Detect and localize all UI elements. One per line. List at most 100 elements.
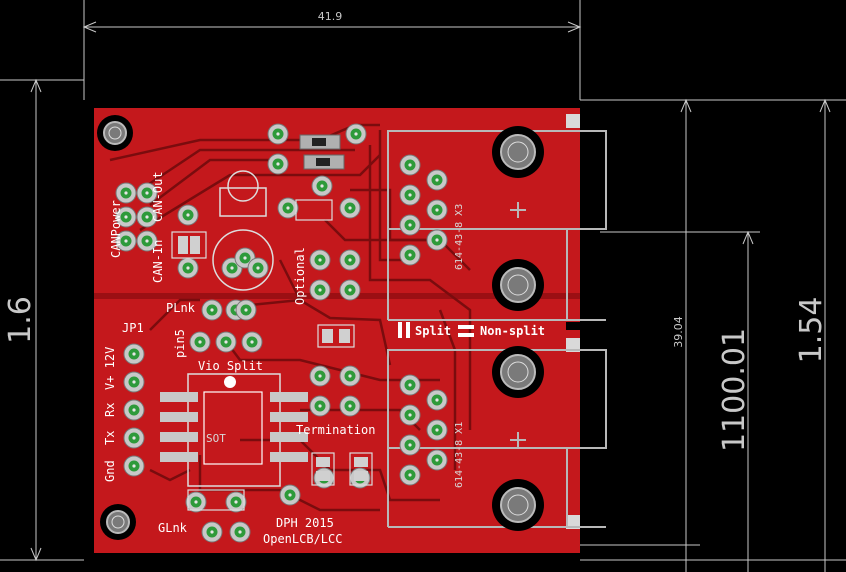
- pad-18: [309, 279, 331, 301]
- silkscreen-labels: CANPower CAN-In CAN-Out Optional PLnk pi…: [103, 171, 545, 546]
- pad-33: [339, 365, 361, 387]
- pad-35: [339, 395, 361, 417]
- label-can-power: CANPower: [109, 200, 123, 258]
- dim-right-middle: 1100.01: [717, 328, 752, 452]
- pad-38: [399, 214, 421, 236]
- pad-11: [311, 175, 333, 197]
- hole-x1-top: [492, 346, 544, 398]
- smd-parts: SOT: [160, 134, 474, 511]
- pad-4: [136, 206, 158, 228]
- pad-5: [136, 230, 158, 252]
- pad-51: [225, 491, 247, 513]
- ic-transceiver: SOT: [160, 373, 308, 487]
- pad-16: [247, 257, 269, 279]
- pad-17: [309, 249, 331, 271]
- pad-45: [399, 434, 421, 456]
- dim-left-height: 1.6: [3, 296, 38, 344]
- label-plnk: PLnk: [166, 301, 196, 315]
- label-jp1: JP1: [122, 321, 144, 335]
- pad-37: [399, 184, 421, 206]
- label-credit: DPH 2015: [276, 516, 334, 530]
- pad-47: [426, 389, 448, 411]
- label-can-out: CAN-Out: [151, 171, 165, 222]
- dim-right-outer: 1.54: [794, 297, 829, 364]
- pad-19: [339, 249, 361, 271]
- hole-board-bottom-left: [100, 504, 136, 540]
- pad-41: [426, 199, 448, 221]
- label-termination: Termination: [296, 423, 375, 437]
- rj45-outlines: [387, 130, 607, 528]
- pad-24: [189, 331, 211, 353]
- pad-9: [345, 123, 367, 145]
- hole-x3-bottom: [492, 259, 544, 311]
- pad-12: [277, 197, 299, 219]
- capacitor-c1: [171, 231, 207, 259]
- label-optional: Optional: [293, 247, 307, 305]
- ic-label: SOT: [206, 432, 226, 445]
- through-hole-pads: [115, 123, 448, 543]
- pad-31: [123, 455, 145, 477]
- copper-traces: [109, 123, 472, 512]
- pad-0: [115, 182, 137, 204]
- label-glnk: GLnk: [158, 521, 188, 535]
- label-can-in: CAN-In: [151, 240, 165, 283]
- hole-board-top-left: [97, 115, 133, 151]
- pad-25: [215, 331, 237, 353]
- pad-1: [115, 206, 137, 228]
- pad-13: [339, 197, 361, 219]
- pad-53: [201, 521, 223, 543]
- label-x1: 614-43-8 X1: [454, 422, 465, 488]
- pad-29: [123, 399, 145, 421]
- pad-26: [241, 331, 263, 353]
- pad-27: [123, 343, 145, 365]
- regulator: [212, 170, 274, 291]
- pad-49: [426, 449, 448, 471]
- mounting-holes: [97, 115, 544, 540]
- pad-54: [229, 521, 251, 543]
- hole-x3-top: [492, 126, 544, 178]
- glnk-part: [187, 489, 245, 511]
- label-v12: V+ 12V: [103, 347, 117, 390]
- pad-2: [115, 230, 137, 252]
- pad-23: [235, 299, 257, 321]
- pad-21: [201, 299, 223, 321]
- pad-20: [339, 279, 361, 301]
- pad-52: [279, 484, 301, 506]
- pad-43: [399, 374, 421, 396]
- pad-42: [426, 229, 448, 251]
- dim-top-width: 41.9: [318, 10, 343, 23]
- label-non-split: Non-split: [480, 324, 545, 338]
- label-x3: 614-43-8 X3: [454, 204, 465, 270]
- pad-32: [309, 365, 331, 387]
- label-vio-split: Vio Split: [198, 359, 263, 373]
- capacitor-c3: [317, 324, 355, 348]
- split-jumper-bars: [398, 322, 474, 338]
- label-pin5: pin5: [173, 329, 187, 358]
- label-project: OpenLCB/LCC: [263, 532, 342, 546]
- pad-39: [399, 244, 421, 266]
- hole-x1-bottom: [492, 479, 544, 531]
- pad-36: [399, 154, 421, 176]
- capacitor-c2: [295, 199, 333, 221]
- dim-right-inner: 39.04: [672, 316, 685, 348]
- label-gnd: Gnd: [103, 460, 117, 482]
- resistor-top: [299, 134, 345, 170]
- pad-48: [426, 419, 448, 441]
- pad-10: [267, 153, 289, 175]
- pad-6: [177, 204, 199, 226]
- pad-46: [399, 464, 421, 486]
- pad-44: [399, 404, 421, 426]
- pad-7: [177, 257, 199, 279]
- pad-30: [123, 427, 145, 449]
- label-split: Split: [415, 324, 451, 338]
- pad-8: [267, 123, 289, 145]
- pad-34: [309, 395, 331, 417]
- pad-28: [123, 371, 145, 393]
- pad-3: [136, 182, 158, 204]
- pad-50: [185, 491, 207, 513]
- termination-resistors: [311, 452, 373, 486]
- label-rx: Rx: [103, 403, 117, 417]
- label-tx: Tx: [103, 431, 117, 445]
